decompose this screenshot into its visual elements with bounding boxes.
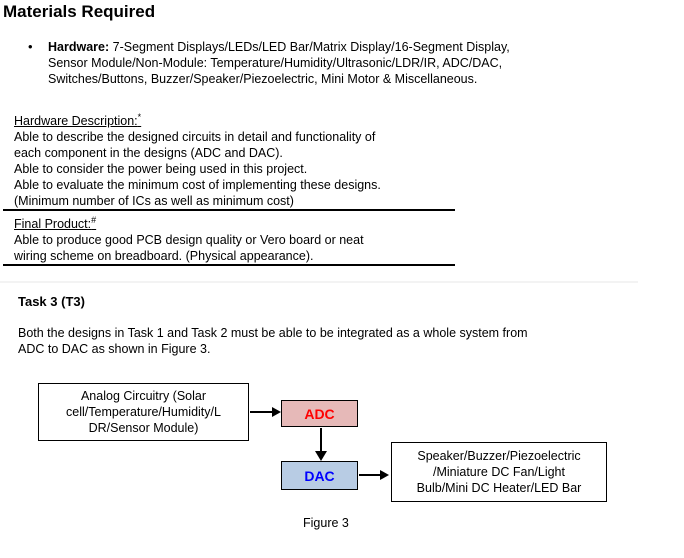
final-product-lines: Able to produce good PCB design quality … bbox=[14, 233, 364, 264]
hardware-description-row: Hardware Description:* Able to describe … bbox=[3, 109, 455, 212]
final-product-heading-text: Final Product: bbox=[14, 217, 92, 232]
adc-label: ADC bbox=[304, 405, 335, 422]
arrow-adc-to-dac-shaft bbox=[320, 428, 322, 452]
dac-label: DAC bbox=[304, 467, 335, 484]
figure-caption: Figure 3 bbox=[303, 516, 349, 530]
arrow-dac-to-output-head-icon bbox=[380, 469, 389, 480]
arrow-dac-to-output-shaft bbox=[359, 474, 381, 476]
final-product-footnote-marker: # bbox=[91, 215, 97, 226]
hardware-first-line-rest: 7-Segment Displays/LEDs/LED Bar/Matrix D… bbox=[109, 40, 510, 54]
hardware-description-lines: Able to describe the designed circuits i… bbox=[14, 130, 381, 209]
hardware-bullet-wrap-lines: Sensor Module/Non-Module: Temperature/Hu… bbox=[48, 56, 503, 86]
hardware-description-footnote-marker: * bbox=[137, 112, 142, 122]
arrow-analog-to-adc-shaft bbox=[250, 411, 274, 413]
page-divider bbox=[0, 281, 638, 283]
criteria-table: Hardware Description:* Able to describe … bbox=[3, 109, 455, 267]
arrow-analog-to-adc-head-icon bbox=[272, 406, 281, 417]
hardware-description-heading-text: Hardware Description: bbox=[14, 114, 138, 129]
page-title: Materials Required bbox=[3, 2, 156, 21]
hardware-label: Hardware: bbox=[48, 40, 110, 54]
output-devices-box: Speaker/Buzzer/Piezoelectric/Miniature D… bbox=[391, 442, 607, 502]
bullet-marker: • bbox=[28, 39, 33, 54]
hardware-bullet-first-line: Hardware: 7-Segment Displays/LEDs/LED Ba… bbox=[48, 39, 608, 55]
final-product-row: Final Product:# Able to produce good PCB… bbox=[3, 211, 455, 267]
dac-box: DAC bbox=[281, 461, 358, 490]
hardware-description-heading: Hardware Description:* bbox=[14, 109, 455, 129]
arrow-adc-to-dac-head-icon bbox=[315, 451, 327, 461]
adc-box: ADC bbox=[281, 400, 358, 427]
final-product-heading: Final Product:# bbox=[14, 212, 455, 232]
task3-paragraph: Both the designs in Task 1 and Task 2 mu… bbox=[18, 326, 528, 356]
task3-heading: Task 3 (T3) bbox=[18, 294, 85, 309]
hardware-bullet: Hardware: 7-Segment Displays/LEDs/LED Ba… bbox=[48, 39, 608, 87]
